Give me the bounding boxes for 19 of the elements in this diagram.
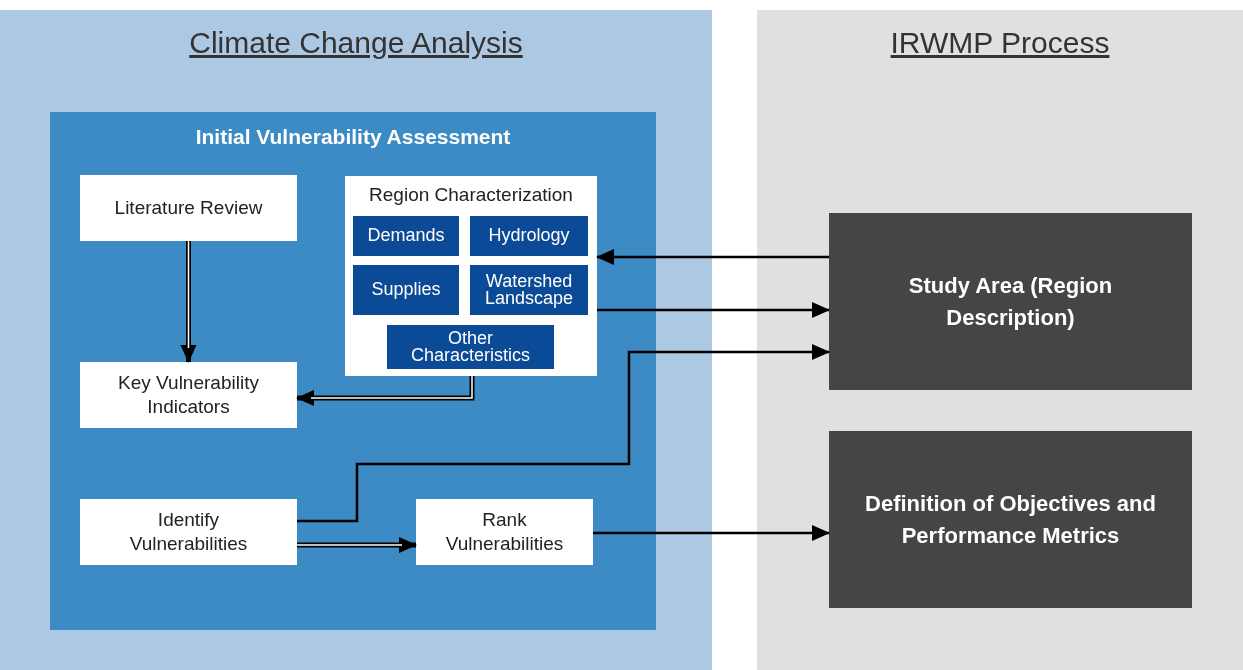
category-box: Other Characteristics [387, 325, 554, 369]
group-heading: Region Characterization [368, 183, 574, 207]
category-box: Hydrology [470, 216, 588, 256]
section-heading: Initial Vulnerability Assessment [194, 124, 512, 150]
group-panel [50, 112, 656, 630]
process-box: Definition of Objectives and Performance Metrics [829, 431, 1192, 608]
process-box: Study Area (Region Description) [829, 213, 1192, 390]
category-box: Supplies [353, 265, 459, 315]
group-box [345, 176, 597, 376]
category-box: Watershed Landscape [470, 265, 588, 315]
section-panel [0, 10, 712, 670]
section-panel [757, 10, 1243, 670]
section-heading: IRWMP Process [889, 25, 1111, 61]
section-heading: Climate Change Analysis [188, 25, 524, 61]
process-box: Rank Vulnerabilities [416, 499, 593, 565]
process-box: Key Vulnerability Indicators [80, 362, 297, 428]
process-box: Literature Review [80, 175, 297, 241]
category-box: Demands [353, 216, 459, 256]
process-box: Identify Vulnerabilities [80, 499, 297, 565]
